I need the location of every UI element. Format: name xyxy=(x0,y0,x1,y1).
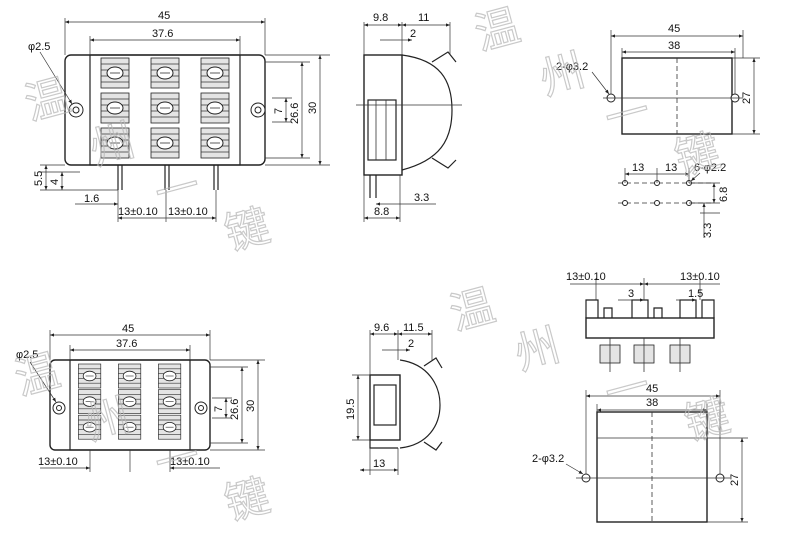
svg-text:键: 键 xyxy=(220,200,276,261)
view-mid-right: 13 13 6-φ2.2 6.8 3.3 xyxy=(618,162,730,238)
dim-7: 7 xyxy=(273,108,285,114)
view-top-left: 45 37.6 φ2.5 30 26.6 7 5.5 4 1.6 13±0.10… xyxy=(28,10,330,222)
dim-phi-bl: φ2.5 xyxy=(16,349,38,361)
view-bottom-left: 45 37.6 φ2.5 30 26.6 7 13±0.10 13±0.10 xyxy=(16,323,265,472)
dim-6-8: 6.8 xyxy=(718,187,730,202)
dim-5-5: 5.5 xyxy=(33,171,45,186)
dim-1-5-br: 1.5 xyxy=(688,288,703,300)
slot-column-3 xyxy=(200,57,230,159)
dim-37-6-bl: 37.6 xyxy=(116,338,137,350)
holes-label-br: 2-φ3.2 xyxy=(532,453,564,465)
view-top-middle: 9.8 11 2 8.8 3.3 xyxy=(356,12,462,222)
dim-2: 2 xyxy=(410,28,416,40)
svg-text:温: 温 xyxy=(445,280,501,341)
svg-text:州: 州 xyxy=(510,320,566,381)
dim-38-br: 38 xyxy=(646,397,658,409)
view-bottom-right: 45 38 2-φ3.2 27 xyxy=(532,383,748,523)
dim-3-3-pcb: 3.3 xyxy=(702,223,714,238)
svg-text:温: 温 xyxy=(470,0,526,61)
dim-38-cut: 38 xyxy=(668,40,680,52)
dim-2-bm: 2 xyxy=(408,338,414,350)
dim-4: 4 xyxy=(49,179,61,185)
dim-pitch-bl-1: 13±0.10 xyxy=(38,456,78,468)
view-bottom-right-top: 13±0.10 13±0.10 3 1.5 xyxy=(566,271,720,372)
dim-9-6: 9.6 xyxy=(374,322,389,334)
dim-11: 11 xyxy=(418,12,429,24)
dim-pitch-2: 13±0.10 xyxy=(168,206,208,218)
dim-3-3: 3.3 xyxy=(414,192,429,204)
dim-13a: 13 xyxy=(632,162,644,174)
dim-7-bl: 7 xyxy=(213,406,225,412)
dim-37-6: 37.6 xyxy=(152,28,173,40)
dim-phi: φ2.5 xyxy=(28,41,50,53)
dim-9-8: 9.8 xyxy=(373,12,388,24)
svg-text:州: 州 xyxy=(535,45,591,106)
dim-45-cut: 45 xyxy=(668,23,680,35)
dim-8-8: 8.8 xyxy=(374,206,389,218)
dim-30: 30 xyxy=(307,102,319,114)
dim-27-br: 27 xyxy=(729,474,741,486)
dim-45-bl: 45 xyxy=(122,323,134,335)
dim-pitch-1: 13±0.10 xyxy=(118,206,158,218)
dim-1-6: 1.6 xyxy=(84,193,99,205)
dim-45-br: 45 xyxy=(646,383,658,395)
dim-26-6: 26.6 xyxy=(289,103,301,124)
dim-pitch-br-1: 13±0.10 xyxy=(566,271,606,283)
holes-6-label: 6-φ2.2 xyxy=(694,162,726,174)
svg-text:键: 键 xyxy=(220,470,276,531)
dim-19-5: 19.5 xyxy=(345,399,357,420)
dim-27-cut: 27 xyxy=(741,92,753,104)
dim-26-6-bl: 26.6 xyxy=(229,399,241,420)
holes-label: 2-φ3.2 xyxy=(556,61,588,73)
dim-pitch-bl-2: 13±0.10 xyxy=(170,456,210,468)
dim-30-bl: 30 xyxy=(245,400,257,412)
view-top-right: 45 38 2-φ3.2 27 xyxy=(556,23,760,135)
dim-45: 45 xyxy=(158,10,170,22)
dim-pitch-br-2: 13±0.10 xyxy=(680,271,720,283)
dim-11-5: 11.5 xyxy=(403,322,424,334)
dim-13b: 13 xyxy=(665,162,677,174)
dim-13-bm: 13 xyxy=(373,458,385,470)
view-bottom-middle: 9.6 11.5 2 19.5 13 xyxy=(345,322,443,475)
dim-3-br: 3 xyxy=(628,288,634,300)
slot-column-2 xyxy=(150,57,180,159)
